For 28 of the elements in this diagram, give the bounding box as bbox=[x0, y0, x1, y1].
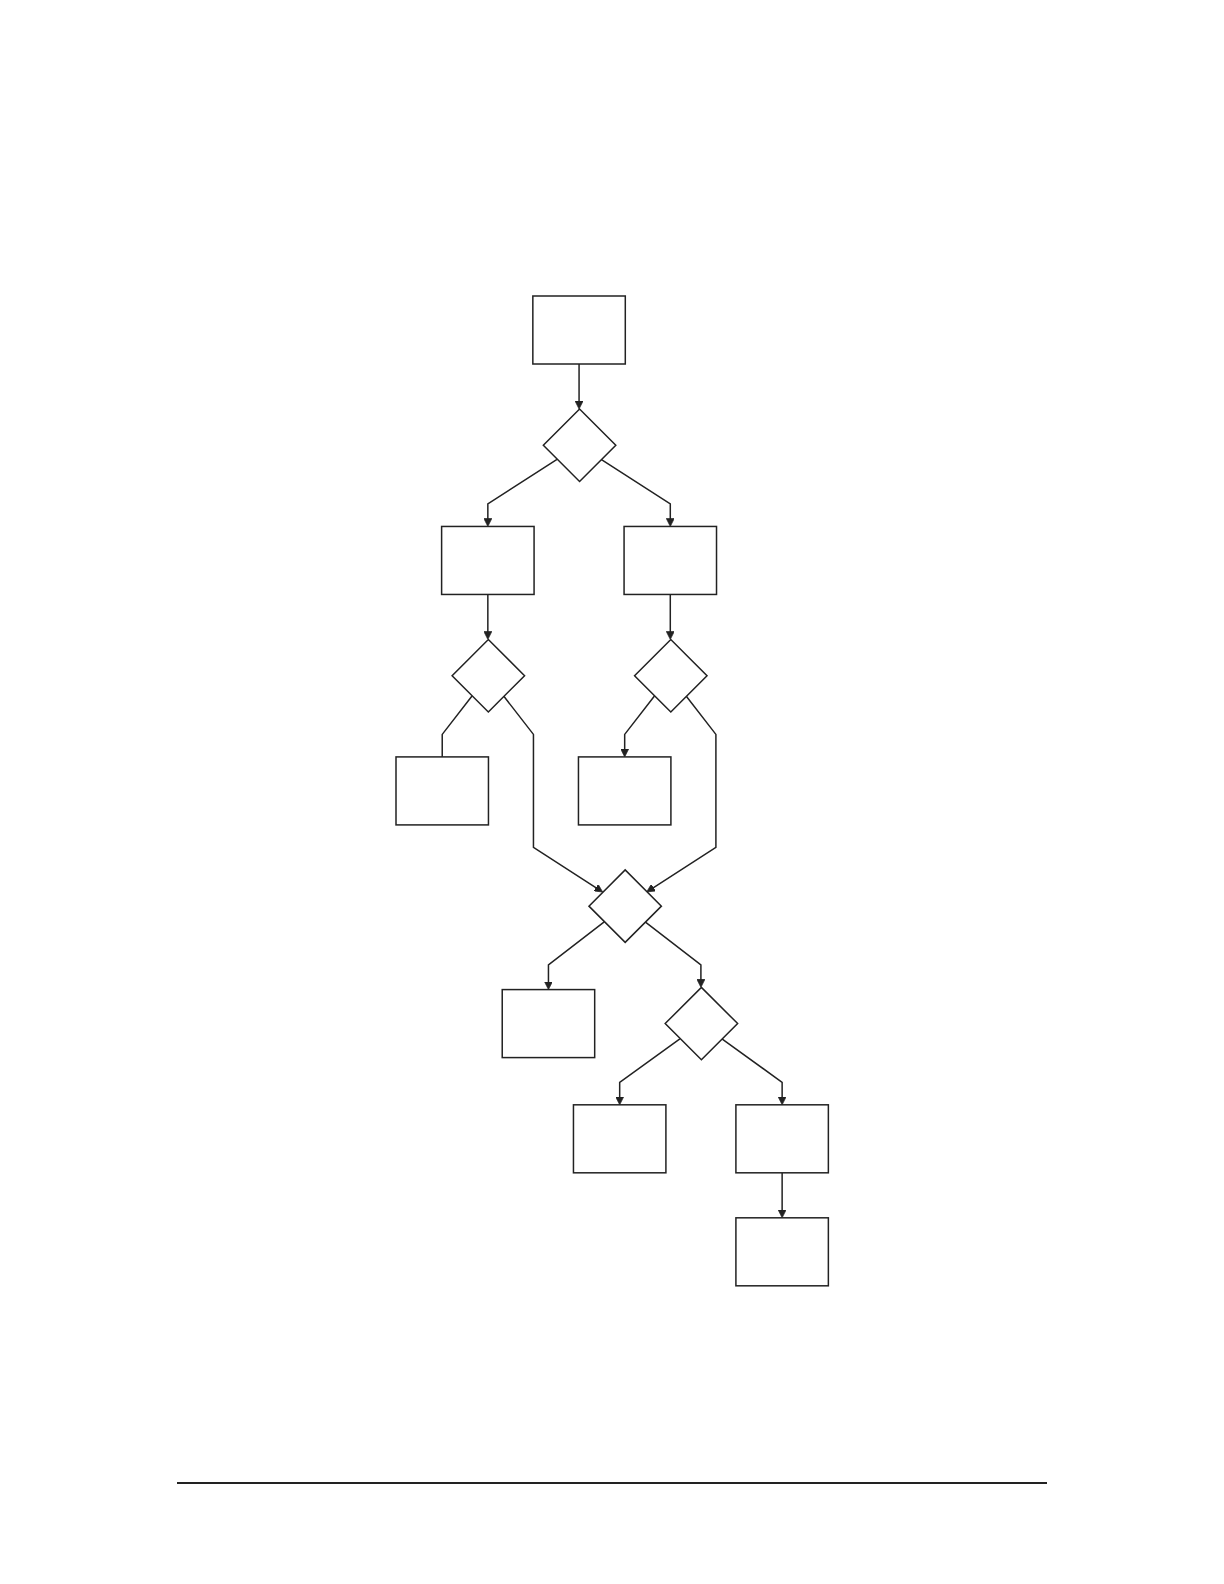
connector bbox=[441, 695, 473, 758]
node-box bbox=[572, 1104, 667, 1174]
node-box bbox=[531, 295, 626, 365]
arrow bbox=[646, 695, 717, 893]
node-box bbox=[395, 756, 489, 826]
node-box bbox=[734, 1104, 829, 1174]
arrow bbox=[777, 1172, 787, 1219]
arrow bbox=[502, 695, 603, 893]
arrow bbox=[600, 458, 675, 527]
node-diamond bbox=[450, 638, 526, 714]
node-box bbox=[623, 525, 718, 596]
arrow bbox=[574, 363, 584, 410]
arrow bbox=[665, 593, 675, 640]
node-box bbox=[440, 525, 535, 596]
arrow bbox=[721, 1038, 787, 1106]
arrow bbox=[483, 593, 493, 640]
node-box bbox=[501, 988, 596, 1059]
node-diamond bbox=[587, 868, 663, 944]
node-diamond bbox=[633, 638, 708, 714]
node-diamond bbox=[663, 986, 739, 1061]
node-box bbox=[577, 756, 672, 826]
arrow bbox=[620, 695, 655, 758]
node-diamond bbox=[542, 408, 617, 483]
node-box bbox=[734, 1217, 829, 1287]
arrow bbox=[483, 458, 558, 527]
arrow bbox=[615, 1038, 681, 1106]
arrow bbox=[543, 921, 605, 991]
arrow bbox=[644, 921, 706, 988]
